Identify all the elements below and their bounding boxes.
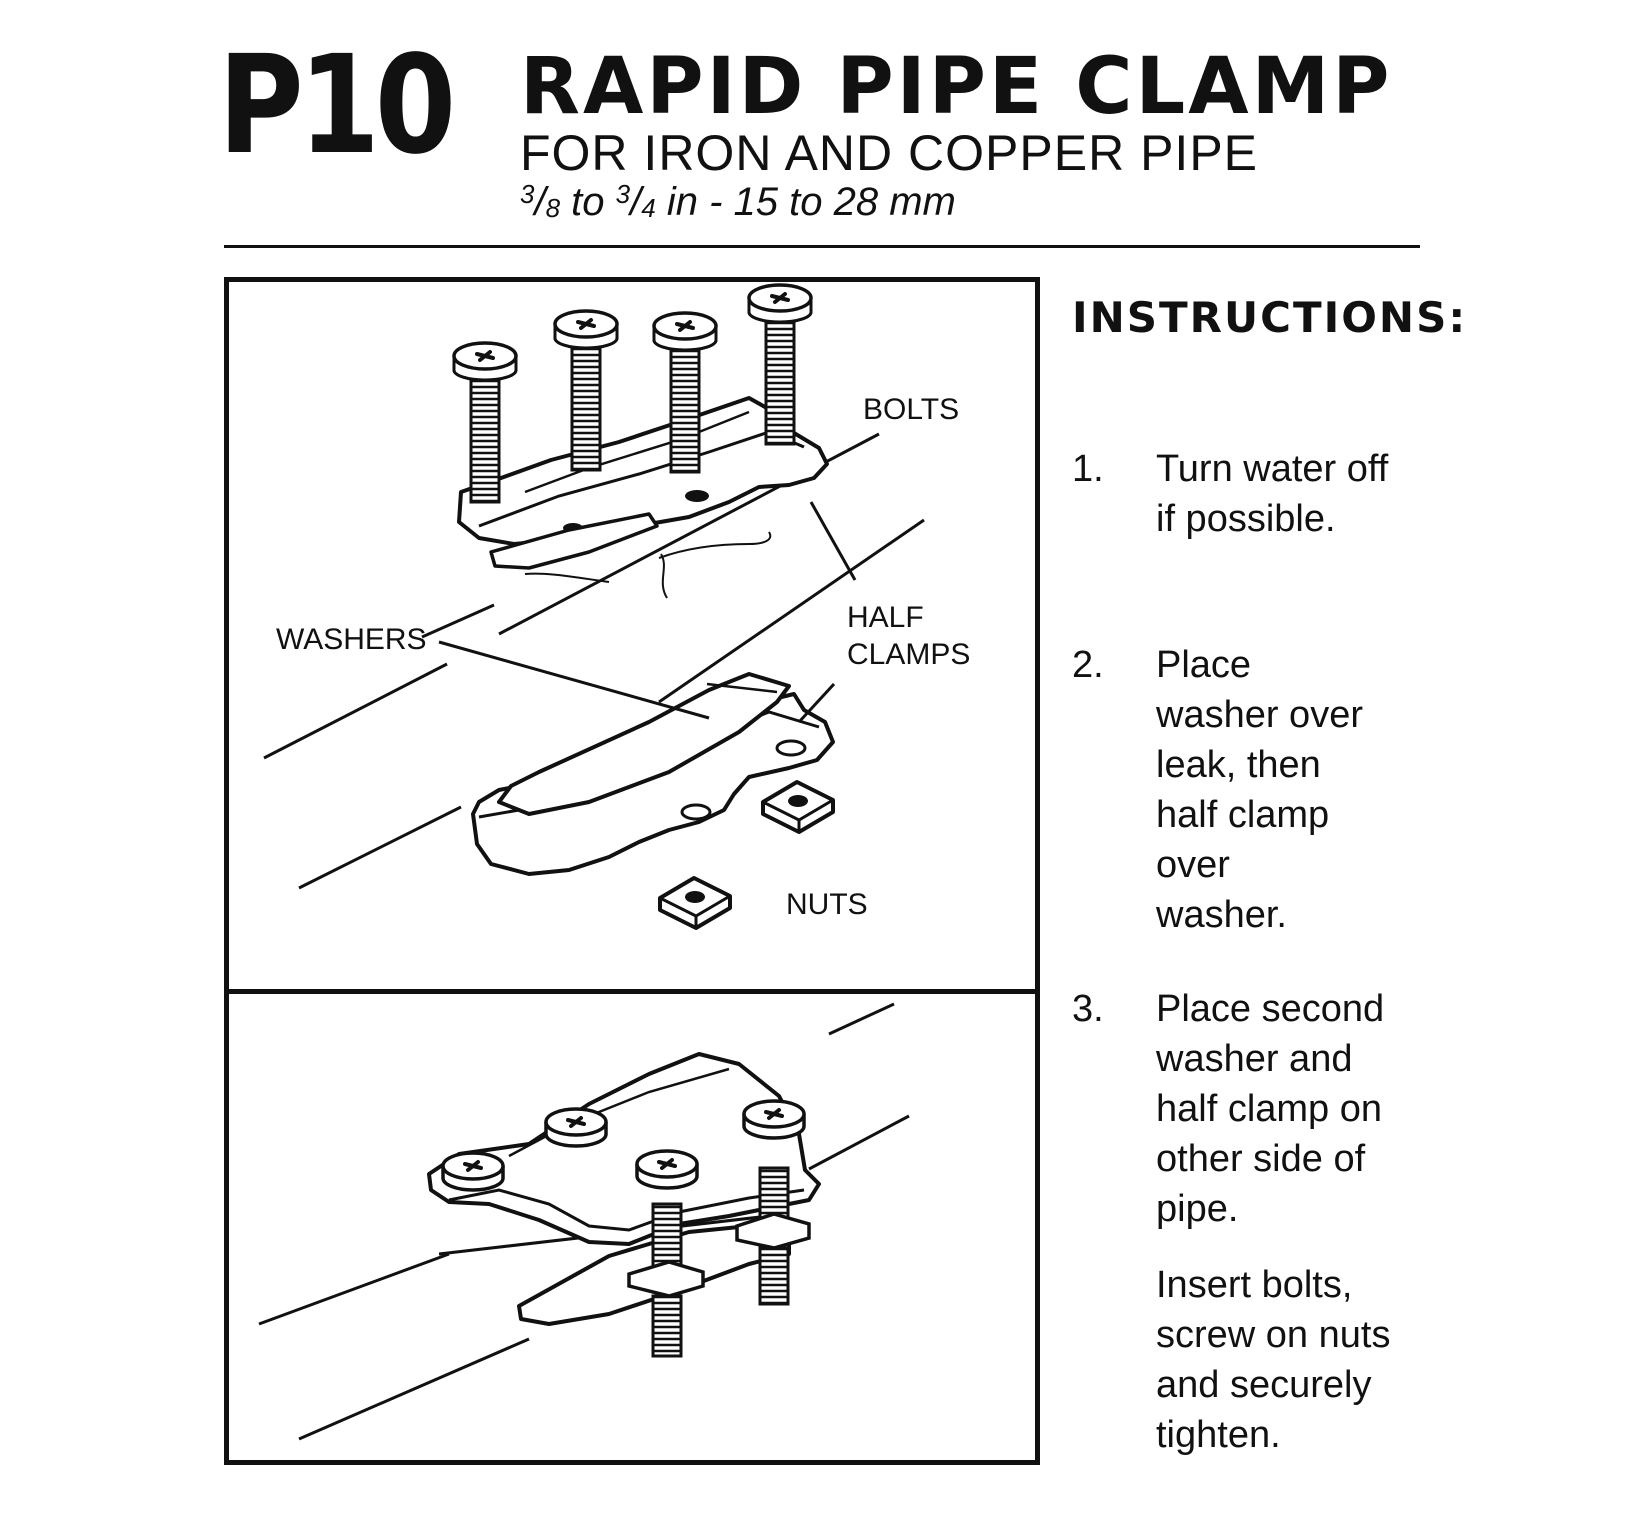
size-rest: in - 15 to 28 mm (655, 180, 956, 224)
step-text: Turn water off if possible. (1156, 448, 1389, 540)
product-code: P10 (218, 27, 456, 185)
size-range: 3/8 to 3/4 in - 15 to 28 mm (520, 179, 956, 224)
label-half: HALF (847, 601, 924, 634)
exploded-diagram-illustration (263, 283, 925, 930)
instructions-title: INSTRUCTIONS: (1072, 293, 1468, 342)
extra-text: Insert bolts, screw on nuts and securely… (1156, 1264, 1391, 1456)
step-number: 2. (1072, 644, 1104, 686)
step-text: Place washer over leak, then half clamp … (1156, 644, 1363, 936)
exploded-diagram-panel: BOLTS WASHERS HALF CLAMPS NUTS (224, 277, 1040, 994)
size-min-denominator: 8 (545, 193, 561, 223)
product-subtitle: FOR IRON AND COPPER PIPE (520, 125, 1259, 181)
assembled-diagram-panel (224, 989, 1040, 1465)
size-to: to (560, 180, 616, 224)
label-nuts: NUTS (786, 888, 868, 921)
header-divider (224, 245, 1420, 248)
step-number: 3. (1072, 988, 1104, 1030)
size-min-numerator: 3 (520, 179, 535, 209)
size-max-denominator: 4 (641, 193, 656, 223)
label-washers: WASHERS (276, 623, 427, 656)
step-text: Place second washer and half clamp on ot… (1156, 988, 1385, 1230)
size-max-numerator: 3 (615, 179, 631, 209)
product-title: RAPID PIPE CLAMP (520, 42, 1393, 132)
label-clamps: CLAMPS (847, 638, 971, 671)
assembled-diagram-illustration (258, 1002, 910, 1441)
label-bolts: BOLTS (863, 393, 960, 426)
step-number: 1. (1072, 448, 1104, 490)
